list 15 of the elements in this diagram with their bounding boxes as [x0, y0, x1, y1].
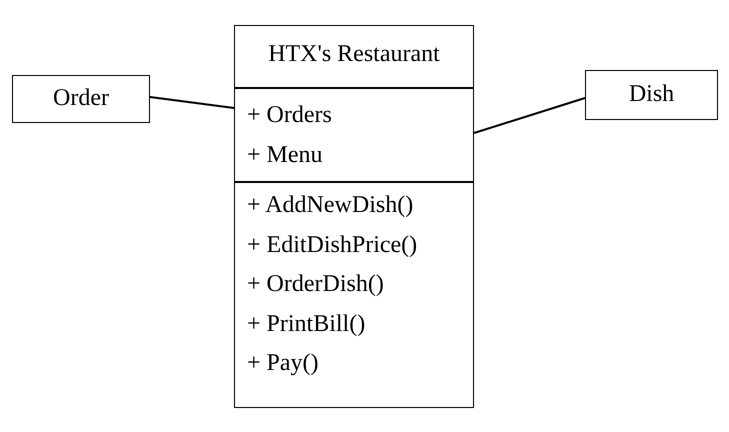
class-name: HTX's Restaurant	[267, 40, 441, 69]
class-box	[12, 75, 150, 123]
method-text: + OrderDish()	[247, 270, 385, 299]
association-line	[150, 96, 234, 109]
attribute-text: + Menu	[247, 141, 324, 170]
association-line	[474, 97, 586, 134]
class-box	[234, 25, 474, 408]
method-text: + AddNewDish()	[247, 191, 414, 220]
class-name: Order	[52, 84, 110, 113]
class-box	[585, 70, 718, 120]
method-text: + EditDishPrice()	[247, 230, 418, 260]
attribute-text: + Orders	[247, 101, 333, 130]
class-name: Dish	[628, 80, 676, 109]
method-text: + Pay()	[247, 349, 320, 378]
method-text: + PrintBill()	[247, 310, 366, 338]
